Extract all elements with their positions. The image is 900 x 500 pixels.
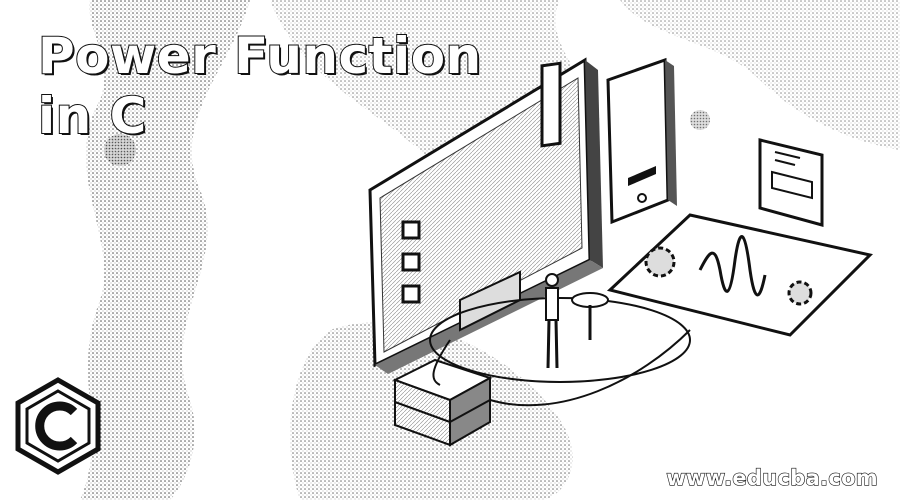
table-illustration [571, 292, 609, 340]
phone-illustration [606, 57, 677, 225]
page-title: Power Function in C [37, 26, 482, 146]
title-line-2: in C [37, 86, 147, 146]
website-url: www.educba.com [666, 465, 879, 490]
bg-dot-2 [690, 110, 710, 130]
bg-dot-1 [104, 134, 136, 166]
bg-blob-left [80, 0, 250, 500]
person-illustration [545, 273, 559, 369]
title-line-1: Power Function [37, 26, 482, 86]
server-illustration [392, 358, 493, 447]
cable [432, 339, 451, 386]
bg-blob-right [620, 0, 900, 150]
c-logo-icon [15, 377, 101, 475]
cable [489, 329, 691, 407]
wave-panel-illustration [606, 213, 873, 337]
floor-ring [429, 297, 691, 383]
card-illustration [758, 138, 824, 227]
